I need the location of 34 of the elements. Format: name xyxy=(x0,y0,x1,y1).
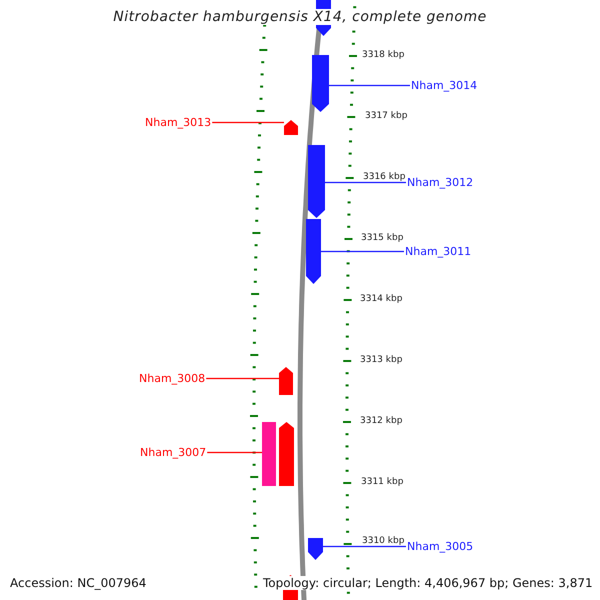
scale-label: 3317 kbp xyxy=(365,111,408,121)
gene-label: Nham_3005 xyxy=(407,540,474,553)
gene-feature xyxy=(284,120,298,135)
gene-feature xyxy=(279,422,294,486)
scale-label: 3312 kbp xyxy=(360,416,402,426)
footer-text: Accession: NC_007964 xyxy=(10,576,146,590)
leader-line xyxy=(321,250,404,252)
gene-feature xyxy=(262,422,276,486)
scale-label: 3310 kbp xyxy=(362,536,404,546)
footer-text: Topology: circular; Length: 4,406,967 bp; Genes: 3,871 xyxy=(263,576,593,590)
gene-label: Nham_3008 xyxy=(139,372,206,385)
gene-feature xyxy=(308,145,325,218)
gene-label: Nham_3012 xyxy=(407,176,474,189)
gene-label: Nham_3013 xyxy=(145,116,212,129)
leader-line xyxy=(329,84,410,86)
leader-line xyxy=(207,452,262,454)
gene-label: Nham_3007 xyxy=(140,446,206,459)
scale-label: 3315 kbp xyxy=(361,233,404,243)
scale-label: 3318 kbp xyxy=(362,50,404,60)
gene-label: Nham_3014 xyxy=(411,79,478,92)
gene-label: Nham_3011 xyxy=(405,245,472,258)
leader-line xyxy=(206,378,279,380)
scale-label: 3311 kbp xyxy=(361,477,404,487)
scale-label: 3316 kbp xyxy=(363,172,406,182)
gene-feature xyxy=(306,219,321,284)
scale-label: 3314 kbp xyxy=(360,294,402,304)
leader-line xyxy=(212,122,284,124)
scale-label: 3313 kbp xyxy=(360,355,402,365)
gene-feature xyxy=(308,538,323,560)
gene-feature xyxy=(312,55,329,112)
gene-feature xyxy=(279,367,293,395)
leader-line xyxy=(325,182,406,184)
leader-line xyxy=(323,546,406,548)
title: Nitrobacter hamburgensis X14, complete genome xyxy=(111,9,489,25)
